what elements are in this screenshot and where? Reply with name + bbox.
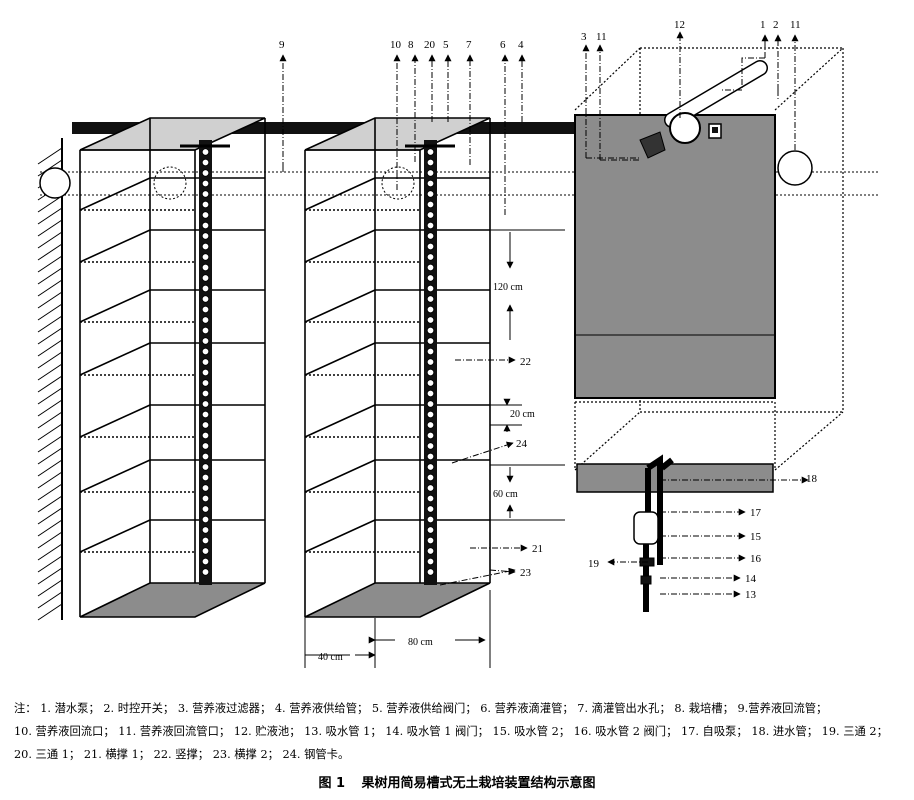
rack-1 bbox=[79, 117, 266, 618]
pipe-end-left bbox=[39, 167, 71, 199]
note-item: 24. 钢管卡。 bbox=[282, 748, 350, 761]
figure-note: 注： 1. 潜水泵； 2. 时控开关； 3. 营养液过滤器； 4. 营养液供给管… bbox=[14, 697, 904, 766]
dim-80: 80 cm bbox=[408, 637, 433, 648]
note-item: 15. 吸水管 2； bbox=[492, 725, 571, 738]
callout-label: 11 bbox=[790, 19, 801, 31]
callout-label: 21 bbox=[532, 543, 543, 555]
note-item: 8. 栽培槽； bbox=[674, 702, 734, 715]
callout-label: 18 bbox=[806, 473, 818, 485]
callout-label: 1 bbox=[760, 19, 766, 31]
callout-label: 2 bbox=[773, 19, 779, 31]
wall bbox=[37, 138, 63, 621]
return-outlet-2 bbox=[381, 166, 415, 200]
dim-60: 60 cm bbox=[493, 489, 518, 500]
note-item: 10. 营养液回流口； bbox=[14, 725, 115, 738]
dimension-lines bbox=[304, 229, 565, 668]
callout-label: 8 bbox=[408, 39, 414, 51]
callout-label: 19 bbox=[588, 558, 600, 570]
note-item: 2. 时控开关； bbox=[103, 702, 175, 715]
note-prefix: 注： bbox=[14, 702, 37, 715]
callout-label: 10 bbox=[390, 39, 402, 51]
note-item: 12. 贮液池； bbox=[233, 725, 301, 738]
note-item: 9.营养液回流管； bbox=[737, 702, 828, 715]
note-item: 20. 三通 1； bbox=[14, 748, 81, 761]
note-item: 16. 吸水管 2 阀门； bbox=[573, 725, 678, 738]
callout-label: 22 bbox=[520, 356, 531, 368]
tank-base bbox=[576, 463, 774, 493]
callout-label: 20 bbox=[424, 39, 436, 51]
note-item: 3. 营养液过滤器； bbox=[177, 702, 272, 715]
note-item: 19. 三通 2； bbox=[821, 725, 888, 738]
callout-label: 23 bbox=[520, 567, 532, 579]
note-item: 21. 横撑 1； bbox=[83, 748, 151, 761]
note-item: 22. 竖撑； bbox=[153, 748, 210, 761]
caption-title: 果树用简易槽式无土栽培装置结构示意图 bbox=[361, 776, 596, 791]
callout-label: 16 bbox=[750, 553, 762, 565]
callout-label: 7 bbox=[466, 39, 472, 51]
suction-assembly bbox=[633, 454, 674, 612]
pipe-end-right bbox=[777, 150, 813, 186]
note-item: 11. 营养液回流管口； bbox=[118, 725, 231, 738]
note-item: 18. 进水管； bbox=[751, 725, 819, 738]
submersible-pump bbox=[639, 60, 768, 159]
drip-pipe-2 bbox=[405, 140, 455, 585]
rack-2 bbox=[304, 117, 491, 618]
note-item: 4. 营养液供给管； bbox=[274, 702, 369, 715]
callout-label: 6 bbox=[500, 39, 506, 51]
callout-label: 17 bbox=[750, 507, 762, 519]
callout-label: 12 bbox=[674, 19, 685, 31]
callout-label: 9 bbox=[279, 39, 285, 51]
note-item: 6. 营养液滴灌管； bbox=[480, 702, 574, 715]
note-item: 13. 吸水管 1； bbox=[304, 725, 382, 738]
note-item: 1. 潜水泵； bbox=[40, 702, 100, 715]
callout-label: 5 bbox=[443, 39, 449, 51]
callout-label: 13 bbox=[745, 589, 757, 601]
callout-label: 14 bbox=[745, 573, 757, 585]
note-item: 14. 吸水管 1 阀门； bbox=[385, 725, 489, 738]
figure-caption: 图 1 果树用简易槽式无土栽培装置结构示意图 bbox=[0, 772, 914, 791]
note-item: 23. 横撑 2； bbox=[212, 748, 279, 761]
note-item: 7. 滴灌管出水孔； bbox=[577, 702, 671, 715]
callout-label: 24 bbox=[516, 438, 528, 450]
callout-label: 15 bbox=[750, 531, 762, 543]
note-item: 5. 营养液供给阀门； bbox=[371, 702, 477, 715]
callout-label: 11 bbox=[596, 31, 607, 43]
drip-pipe-1 bbox=[180, 140, 230, 585]
dim-40: 40 cm bbox=[318, 652, 343, 663]
callout-label: 3 bbox=[581, 31, 587, 43]
note-item: 17. 自吸泵； bbox=[680, 725, 748, 738]
callout-label: 4 bbox=[518, 39, 524, 51]
return-outlet-1 bbox=[153, 166, 187, 200]
dim-20: 20 cm bbox=[510, 409, 535, 420]
nutrient-solution bbox=[574, 114, 776, 399]
caption-number: 图 1 bbox=[318, 776, 346, 791]
dim-120: 120 cm bbox=[493, 282, 523, 293]
